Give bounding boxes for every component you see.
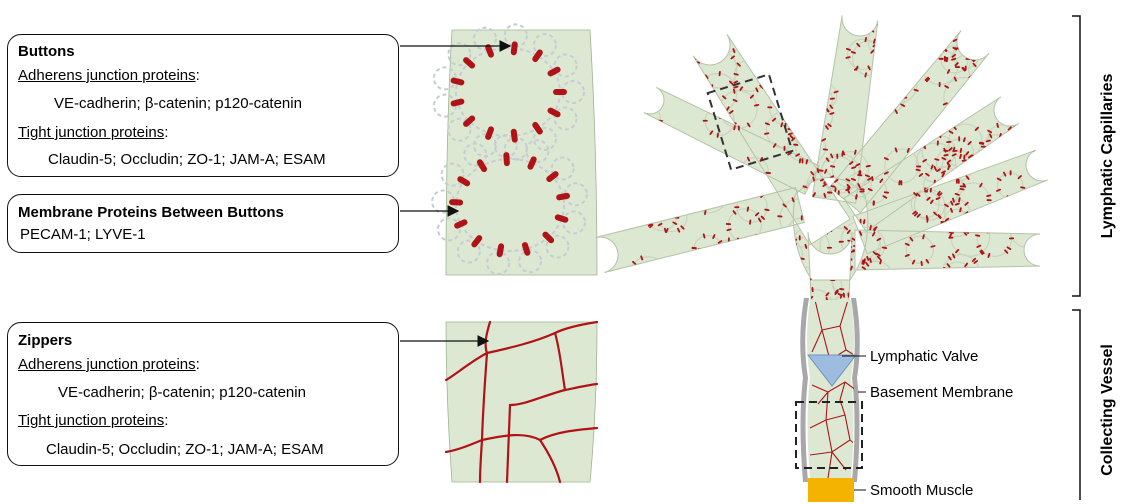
collecting-vessel-bracket — [1072, 310, 1080, 500]
zippers-junction-strip — [446, 322, 597, 482]
capillaries-bracket — [1072, 16, 1080, 296]
zippers-strip-tissue — [446, 322, 597, 482]
collecting-vessel — [796, 298, 862, 502]
smooth-muscle-label: Smooth Muscle — [870, 482, 973, 499]
lymphatic-valve-label: Lymphatic Valve — [870, 348, 978, 365]
collecting-vessel-label: Collecting Vessel — [1099, 344, 1116, 476]
button-junction — [449, 199, 463, 206]
button-junction — [503, 152, 510, 166]
button-junction — [553, 89, 567, 95]
lymphatic-capillary-tree — [569, 0, 1071, 332]
buttons-strip-tissue — [446, 30, 597, 275]
vessel-tissue — [807, 300, 854, 478]
lymphatic-capillaries-label: Lymphatic Capillaries — [1099, 74, 1116, 239]
smooth-muscle — [808, 478, 854, 502]
basement-membrane-label: Basement Membrane — [870, 384, 1013, 401]
buttons-junction-strip — [432, 24, 597, 275]
